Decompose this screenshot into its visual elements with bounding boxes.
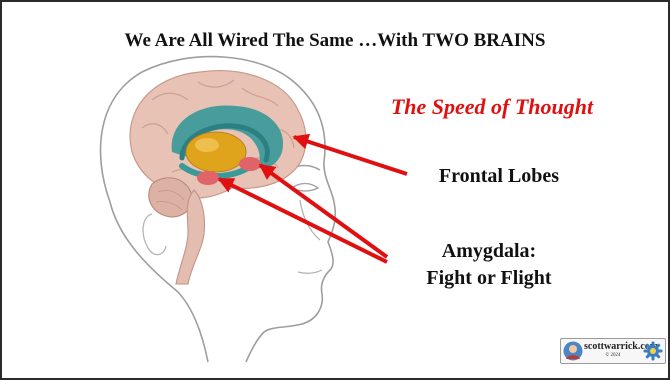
subtitle-speed-of-thought: The Speed of Thought: [342, 94, 642, 120]
logo-year: © 2024: [584, 353, 642, 358]
amygdala-lower: [197, 171, 219, 185]
person-icon: [563, 341, 583, 361]
gear-icon: [643, 341, 663, 361]
amygdala-upper: [239, 157, 261, 171]
label-amygdala: Amygdala:: [404, 240, 574, 263]
label-fight-or-flight: Fight or Flight: [404, 267, 574, 290]
arrow-frontal-lobes: [294, 137, 407, 174]
cerebellum: [149, 178, 192, 217]
thalamus-highlight: [195, 138, 219, 152]
website-logo[interactable]: scottwarrick.com © 2024: [560, 338, 666, 364]
logo-text: scottwarrick.com: [584, 341, 642, 352]
mouth-outline: [298, 270, 322, 273]
thalamus: [186, 132, 246, 172]
arrow-amygdala-upper: [260, 165, 387, 257]
ear-outline: [143, 214, 166, 255]
label-frontal-lobes: Frontal Lobes: [404, 165, 594, 188]
